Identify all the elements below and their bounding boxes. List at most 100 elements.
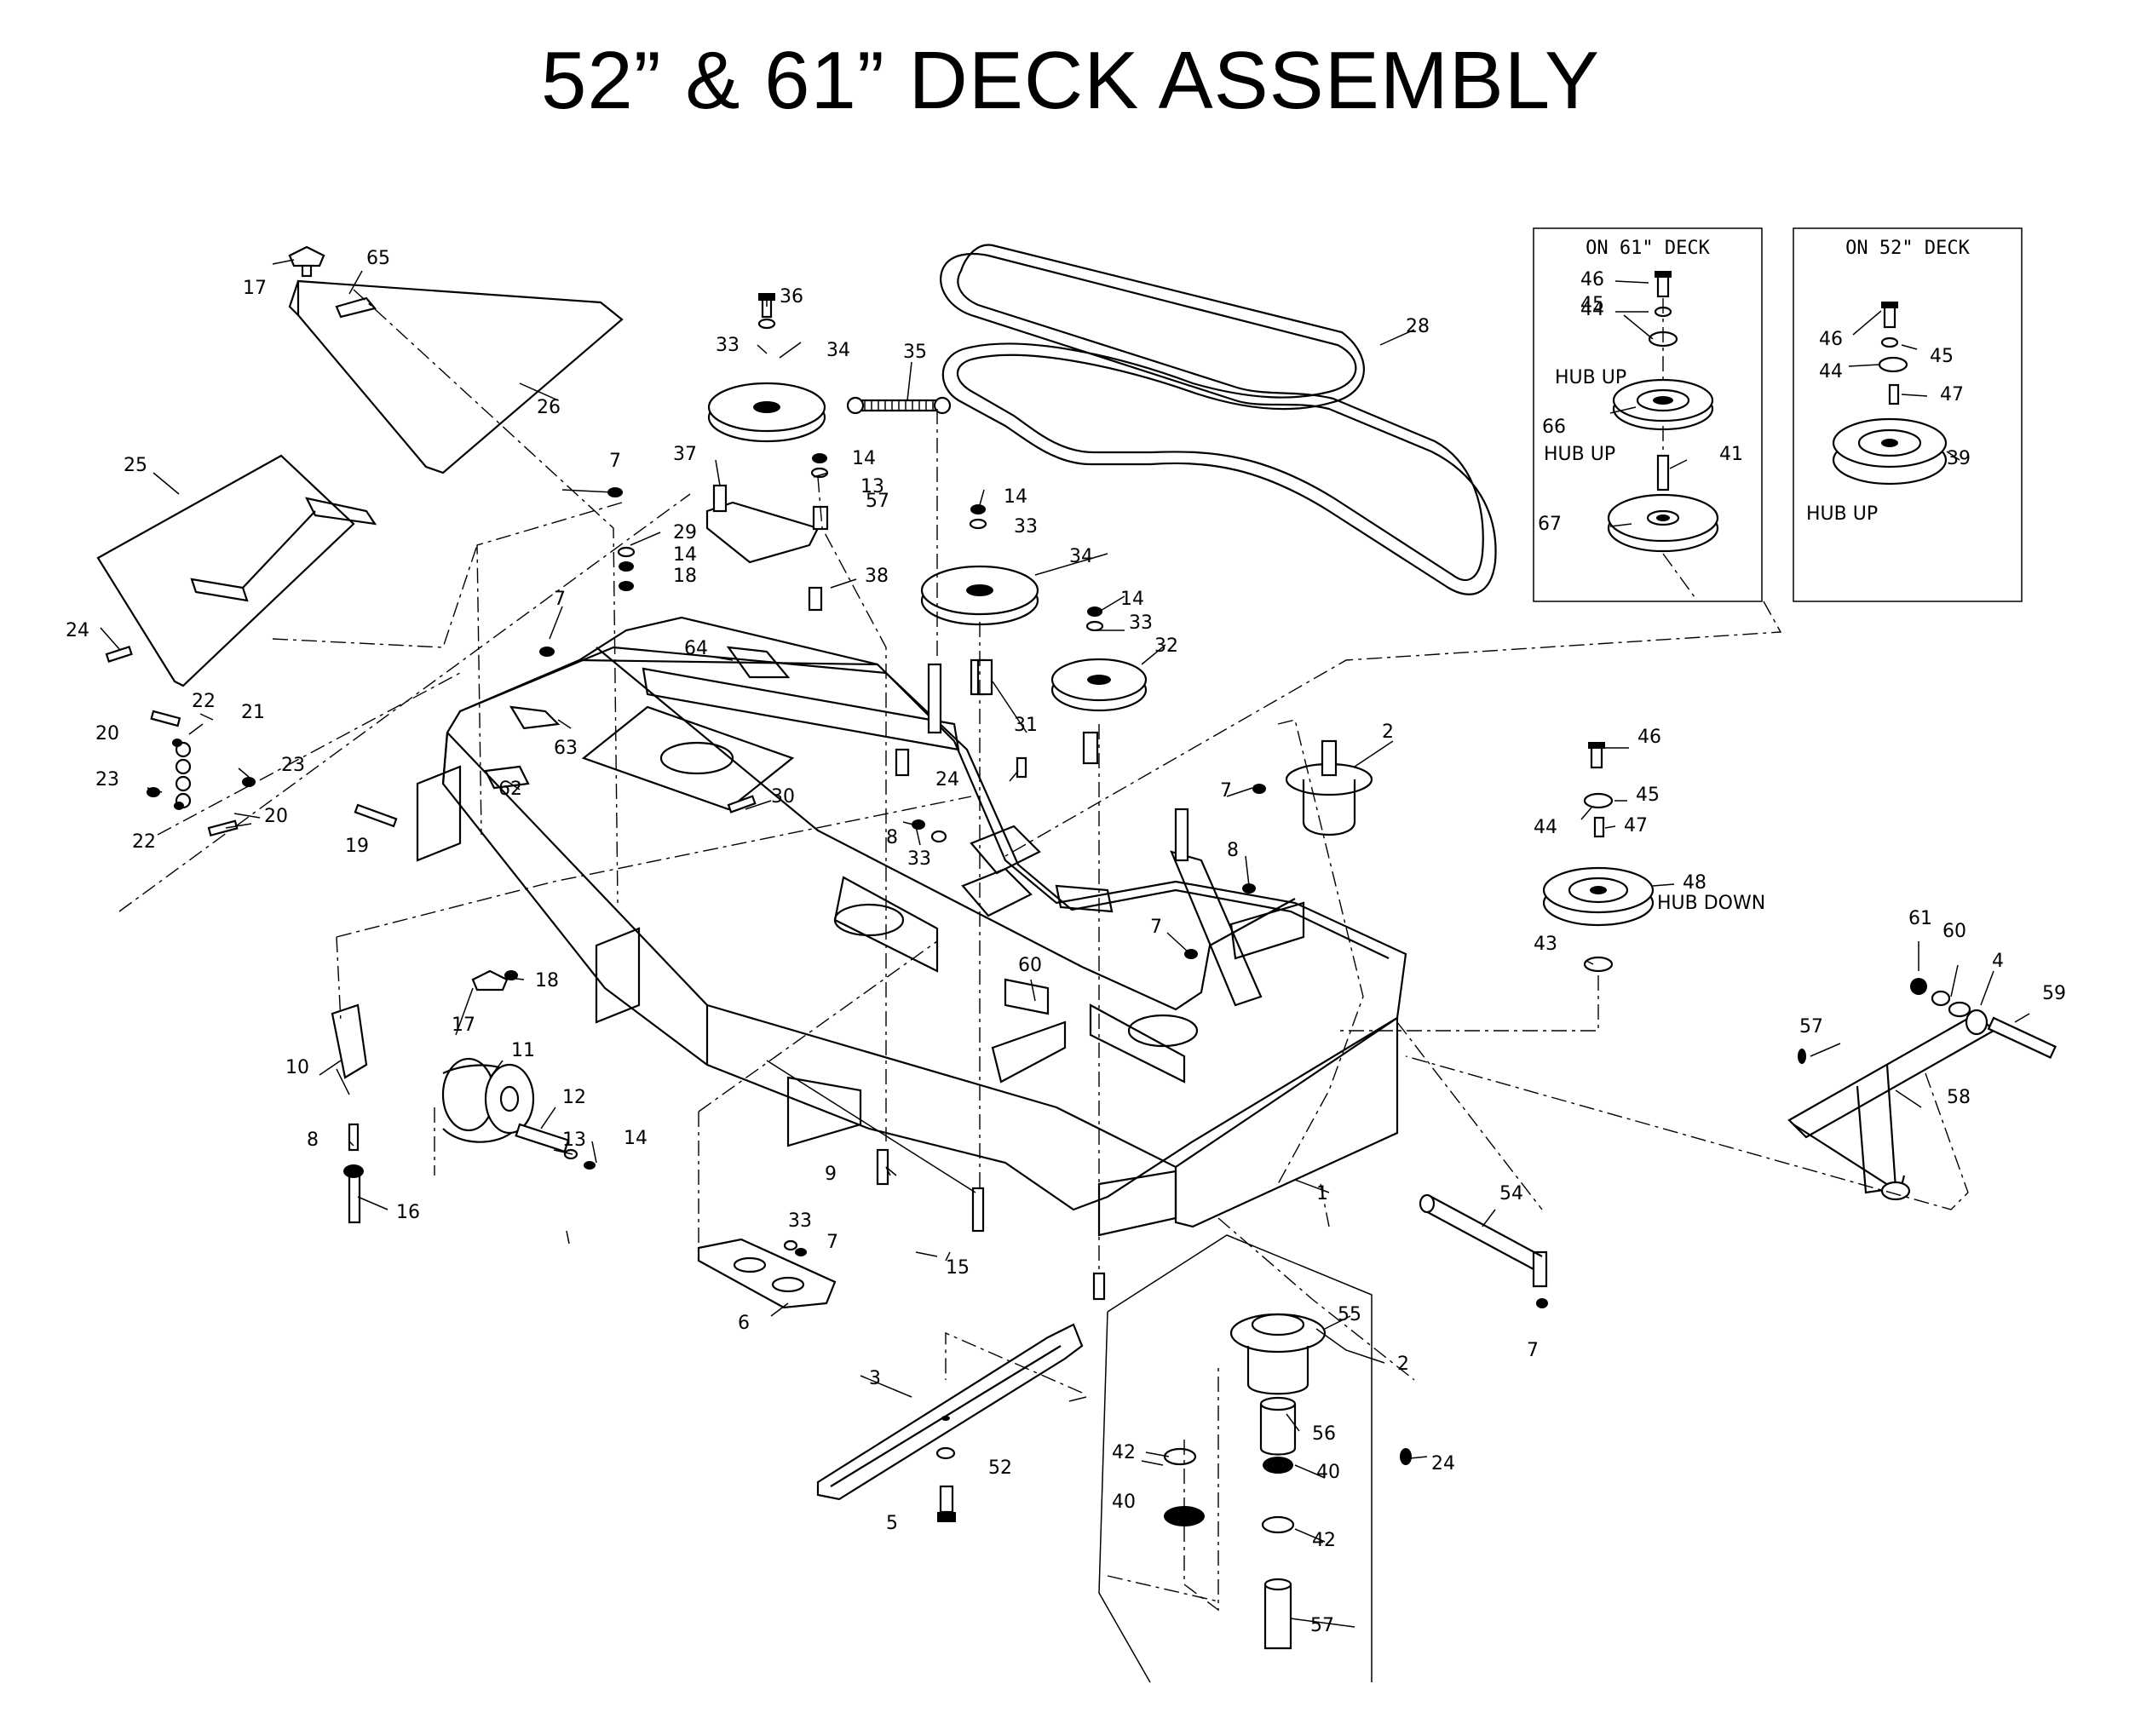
callout-58: 58 <box>1947 1087 1971 1108</box>
callout-56: 56 <box>1312 1423 1336 1445</box>
callout-57: 57 <box>1310 1615 1334 1636</box>
callout-44: 44 <box>1580 299 1604 320</box>
hub-notes: HUB UP HUB UP HUB UP HUB DOWN <box>1544 367 1878 914</box>
callout-14: 14 <box>1120 589 1144 610</box>
discharge-chute <box>288 279 624 474</box>
note-hub-up-66: HUB UP <box>1555 367 1626 388</box>
deflector <box>96 454 377 687</box>
callout-63: 63 <box>554 738 578 759</box>
callout-4: 4 <box>1992 951 2004 972</box>
callout-1: 1 <box>1316 1183 1328 1204</box>
callout-45: 45 <box>1930 346 1954 367</box>
callout-7: 7 <box>1527 1340 1539 1361</box>
callout-33: 33 <box>907 848 931 870</box>
callout-44: 44 <box>1534 817 1557 838</box>
callout-7: 7 <box>826 1232 838 1253</box>
inset-61-title: ON 61" DECK <box>1586 238 1710 259</box>
callout-36: 36 <box>780 286 803 308</box>
callout-11: 11 <box>511 1040 535 1061</box>
note-hub-up-67: HUB UP <box>1544 444 1615 465</box>
note-hub-up-39: HUB UP <box>1806 503 1878 525</box>
callout-2: 2 <box>1397 1354 1409 1375</box>
callout-20: 20 <box>95 723 119 744</box>
callout-24: 24 <box>935 769 959 790</box>
callout-22: 22 <box>132 831 156 853</box>
callout-8: 8 <box>307 1130 319 1151</box>
callout-46: 46 <box>1819 329 1843 350</box>
inset-61-deck: ON 61" DECK <box>1533 227 1763 602</box>
callout-46: 46 <box>1637 727 1661 748</box>
callout-32: 32 <box>1154 635 1178 657</box>
idler-assembly <box>705 382 1148 712</box>
callout-26: 26 <box>537 397 561 418</box>
callout-41: 41 <box>1719 444 1743 465</box>
callout-45: 45 <box>1580 294 1604 315</box>
callout-17: 17 <box>452 1015 475 1036</box>
callout-33: 33 <box>1014 516 1038 537</box>
callout-22: 22 <box>192 691 216 712</box>
callout-7: 7 <box>1220 780 1232 802</box>
callout-18: 18 <box>673 566 697 587</box>
callout-40: 40 <box>1112 1492 1136 1513</box>
callout-14: 14 <box>624 1128 647 1149</box>
callout-55: 55 <box>1338 1304 1361 1325</box>
callout-18: 18 <box>535 970 559 992</box>
callout-45: 45 <box>1636 785 1660 806</box>
callout-54: 54 <box>1499 1183 1523 1204</box>
callout-9: 9 <box>825 1164 837 1185</box>
pivot-bar <box>1405 978 2057 1210</box>
callout-8: 8 <box>1227 840 1239 861</box>
callout-47: 47 <box>1624 815 1648 836</box>
callout-8: 8 <box>886 827 898 848</box>
callout-13: 13 <box>562 1130 586 1151</box>
callout-17: 17 <box>243 278 267 299</box>
callout-20: 20 <box>264 806 288 827</box>
callout-7: 7 <box>1150 917 1162 938</box>
callout-12: 12 <box>562 1087 586 1108</box>
callout-14: 14 <box>673 544 697 566</box>
blade <box>816 1323 1084 1522</box>
bracket <box>697 1238 837 1309</box>
callout-15: 15 <box>946 1257 970 1279</box>
callout-3: 3 <box>869 1368 881 1389</box>
callout-57: 57 <box>866 491 889 512</box>
spindle-upper <box>1285 739 1373 836</box>
callout-16: 16 <box>396 1202 420 1223</box>
callout-62: 62 <box>498 779 522 800</box>
pulley-hub-down <box>1338 742 1655 1032</box>
callout-6: 6 <box>738 1313 750 1334</box>
callout-2: 2 <box>1382 721 1394 743</box>
belt <box>940 244 1497 595</box>
callout-33: 33 <box>716 335 740 356</box>
gauge-wheel <box>331 1003 570 1224</box>
callout-34: 34 <box>1069 546 1093 567</box>
callout-7: 7 <box>554 589 566 610</box>
callout-14: 14 <box>1004 486 1027 508</box>
callout-61: 61 <box>1908 908 1932 929</box>
callout-25: 25 <box>124 455 147 476</box>
callout-29: 29 <box>673 522 697 543</box>
callout-39: 39 <box>1947 448 1971 469</box>
callout-42: 42 <box>1112 1442 1136 1463</box>
spindle-lower <box>1098 1217 1415 1683</box>
callout-57: 57 <box>1799 1016 1823 1038</box>
callout-42: 42 <box>1312 1530 1336 1551</box>
leader-lines <box>100 259 2030 1628</box>
callout-34: 34 <box>826 340 850 361</box>
callout-21: 21 <box>241 702 265 723</box>
callout-24: 24 <box>1431 1453 1455 1474</box>
callout-67: 67 <box>1538 514 1562 535</box>
callout-52: 52 <box>988 1457 1012 1479</box>
callout-33: 33 <box>788 1210 812 1232</box>
inset-52-deck: ON 52" DECK <box>1793 227 2023 602</box>
callout-37: 37 <box>673 444 697 465</box>
callout-46: 46 <box>1580 269 1604 290</box>
hardware <box>105 245 1806 1465</box>
callout-31: 31 <box>1014 715 1038 736</box>
callout-48: 48 <box>1683 872 1706 894</box>
callout-65: 65 <box>366 248 390 269</box>
callout-13: 13 <box>860 476 884 497</box>
callout-5: 5 <box>886 1513 898 1534</box>
callout-23: 23 <box>95 769 119 790</box>
